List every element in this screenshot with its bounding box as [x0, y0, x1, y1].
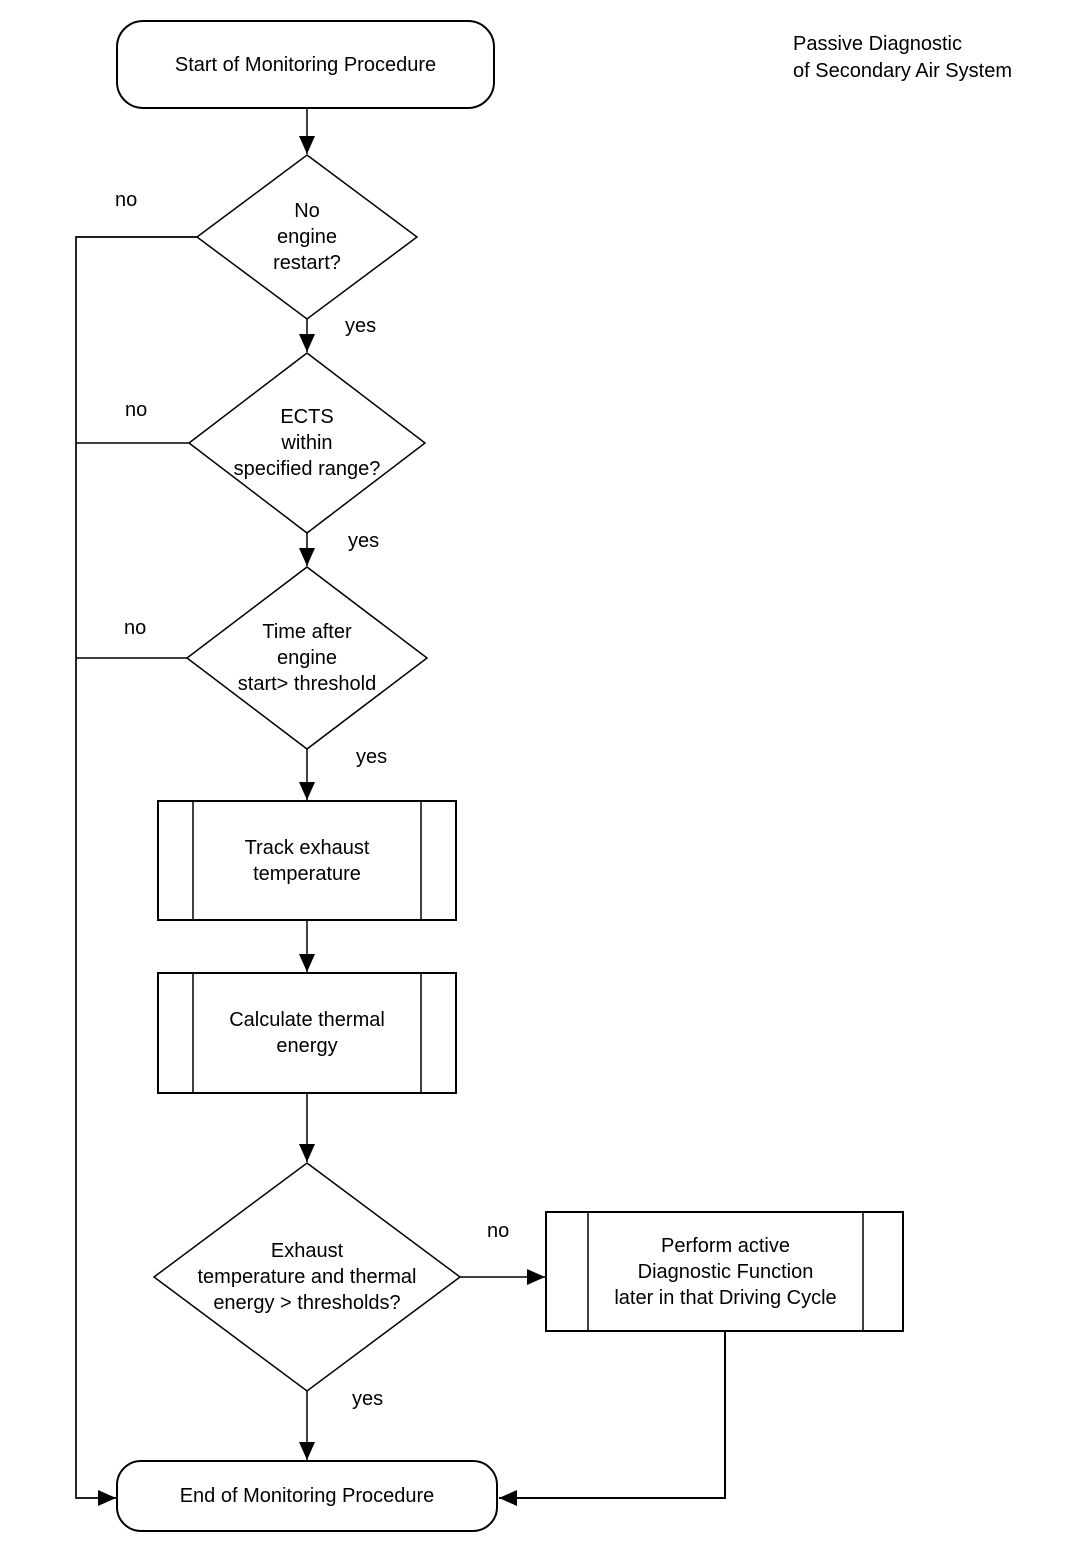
end-node-label: End of Monitoring Procedure [179, 1485, 435, 1507]
engine-restart-yes-label: yes [345, 315, 377, 337]
time-after-start-no-label: no [124, 617, 147, 639]
ects-range-yes-label: yes [348, 530, 380, 552]
engine-restart-decision-shape [195, 154, 419, 320]
time-after-start-yes-label: yes [356, 746, 388, 768]
time-after-start-decision-shape [185, 566, 429, 750]
edge-no-return-to-end [75, 236, 197, 1506]
perform-active-process-shape [545, 1211, 904, 1332]
edge-perform-active-to-end [499, 1331, 726, 1506]
ects-range-no-label: no [125, 399, 148, 421]
end-terminator-shape [116, 1460, 498, 1532]
start-terminator-shape [116, 20, 495, 109]
track-exhaust-process-shape [157, 800, 457, 921]
calculate-thermal-process-shape [157, 972, 457, 1094]
time-after-start-decision-label: Time after engine start> threshold [237, 621, 377, 695]
calculate-thermal-process-label: Calculate thermal energy [229, 1009, 385, 1057]
start-node-label: Start of Monitoring Procedure [174, 53, 437, 76]
figure-title: Passive Diagnostic of Secondary Air Syst… [793, 33, 1012, 82]
thresholds-decision-shape [152, 1162, 462, 1392]
thresholds-decision-label: Exhaust temperature and thermal energy >… [197, 1240, 417, 1314]
track-exhaust-process-label: Track exhaust temperature [244, 836, 370, 885]
ects-range-decision-shape [187, 352, 427, 534]
thresholds-no-label: no [487, 1220, 510, 1242]
ects-range-decision-label: ECTS within specified range? [233, 406, 381, 480]
engine-restart-no-label: no [115, 189, 138, 211]
thresholds-yes-label: yes [352, 1388, 384, 1410]
engine-restart-decision-label: No engine restart? [273, 200, 341, 274]
perform-active-process-label: Perform active Diagnostic Function later… [614, 1234, 837, 1309]
